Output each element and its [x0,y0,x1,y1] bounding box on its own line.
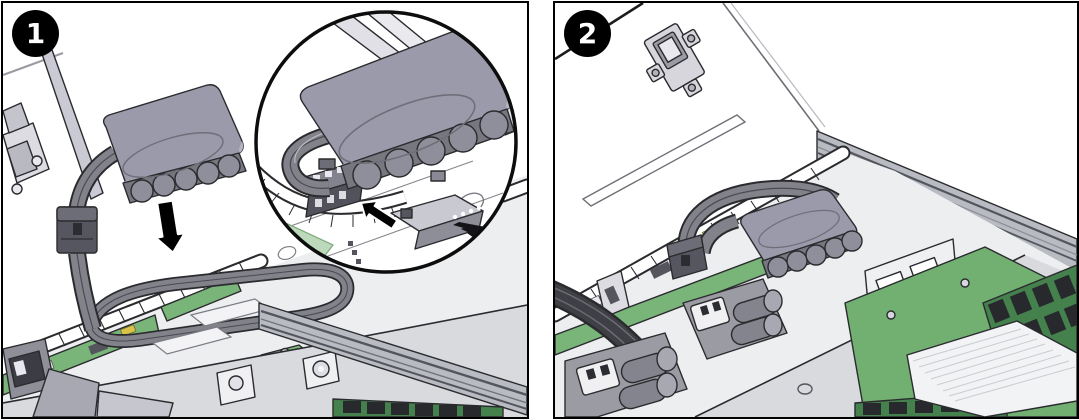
chassis-interior [555,145,1077,417]
battery-cells [767,230,863,278]
inset-arrow-icon [360,199,399,230]
illustration-step-2-battery-installed [555,3,1077,417]
step-panel-1: 1 [1,1,529,419]
chassis-rail [258,302,527,416]
inset-ring [254,10,518,274]
step-badge-1: 1 [12,10,59,57]
battery-connector [56,206,98,254]
step-number-1: 1 [25,17,46,50]
chassis-mid-wall [3,304,527,417]
inset-battery-pack [299,30,515,190]
cover-vent-slot [581,114,747,207]
cable-connectors [3,338,174,417]
step-number-2: 2 [577,17,598,50]
step-panel-2: 2 [553,1,1079,419]
battery-pack [740,188,863,279]
fan-module [682,278,788,360]
battery-pack [102,84,247,204]
top-cover [555,3,826,207]
top-cover [3,46,104,200]
ribbon-cable [68,145,120,332]
illustration-step-1-battery-insert [3,10,527,417]
cover-latch-icon [3,102,50,195]
cover-latch-icon [643,23,705,98]
cable-loop [83,262,355,348]
fan-module [564,332,688,417]
heatsink [906,320,1077,417]
dimm-bank [332,398,504,417]
install-arrow-icon [154,199,187,255]
battery-connector [666,234,708,280]
step-badge-2: 2 [564,10,611,57]
